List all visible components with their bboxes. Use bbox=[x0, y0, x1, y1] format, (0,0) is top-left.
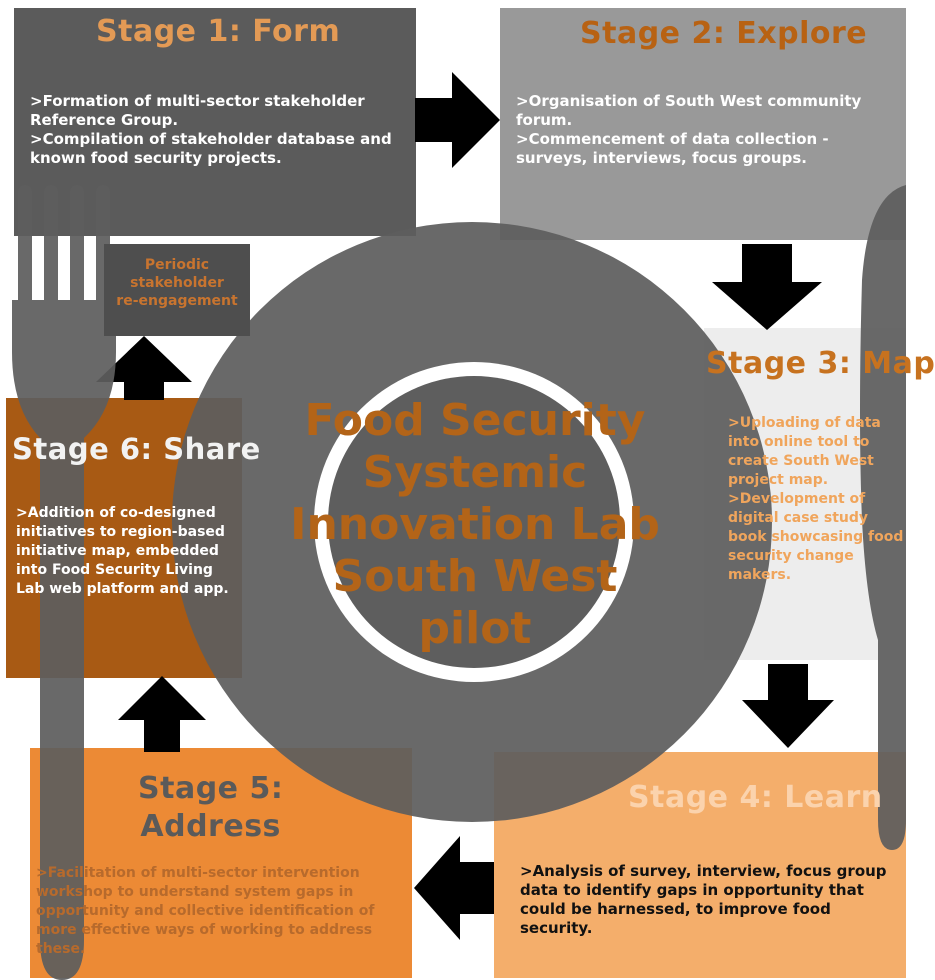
stage-2-box bbox=[500, 8, 906, 240]
center-title: Food Security Systemic Innovation Lab So… bbox=[285, 395, 665, 655]
stage-1-bullet: >Formation of multi-sector stakeholder R… bbox=[30, 92, 365, 129]
arrow-left-icon bbox=[414, 836, 494, 940]
stage-3-title: Stage 3: Map bbox=[706, 346, 935, 381]
stage-5-body: >Facilitation of multi-sector interventi… bbox=[36, 864, 402, 959]
stage-3-bullet: >Development of digital case study book … bbox=[728, 491, 904, 583]
stage-6-bullet: >Addition of co-designed initiatives to … bbox=[16, 505, 229, 597]
center-title-line: pilot bbox=[418, 603, 532, 654]
arrow-down-icon bbox=[742, 664, 834, 748]
stage-1-body: >Formation of multi-sector stakeholder R… bbox=[30, 92, 402, 168]
stage-2-bullet: >Organisation of South West community fo… bbox=[516, 92, 862, 129]
stage-5-bullet: >Facilitation of multi-sector interventi… bbox=[36, 865, 375, 957]
arrow-right-icon bbox=[415, 72, 500, 168]
arrow-down-icon bbox=[712, 244, 822, 330]
cycle-graphics bbox=[12, 72, 906, 980]
stage-6-body: >Addition of co-designed initiatives to … bbox=[16, 504, 230, 599]
stage-2-body: >Organisation of South West community fo… bbox=[516, 92, 896, 168]
center-title-line: Food Security bbox=[304, 395, 646, 446]
arrow-up-icon bbox=[96, 336, 192, 400]
stage-2-title: Stage 2: Explore bbox=[580, 16, 868, 51]
stage-1-title: Stage 1: Form bbox=[96, 14, 341, 49]
reengagement-line: re-engagement bbox=[116, 293, 238, 309]
knife-icon bbox=[860, 185, 906, 850]
stage-4-body: >Analysis of survey, interview, focus gr… bbox=[520, 862, 892, 938]
reengagement-line: stakeholder bbox=[130, 275, 224, 291]
stage-4-title: Stage 4: Learn bbox=[628, 780, 883, 815]
fork-icon bbox=[12, 185, 116, 980]
stage-3-body: >Uploading of data into online tool to c… bbox=[728, 414, 904, 585]
center-title-line: Innovation Lab bbox=[290, 499, 660, 550]
arrow-up-icon bbox=[118, 676, 206, 752]
center-title-line: Systemic bbox=[362, 447, 588, 498]
stage-5-title-line: Address bbox=[140, 809, 281, 844]
stage-2-bullet: >Commencement of data collection - surve… bbox=[516, 130, 829, 167]
reengagement-box: Periodic stakeholder re-engagement bbox=[104, 244, 250, 336]
stage-4-bullet: >Analysis of survey, interview, focus gr… bbox=[520, 862, 887, 937]
stage-6-title: Stage 6: Share bbox=[12, 432, 261, 466]
stage-5-title: Stage 5: Address bbox=[138, 770, 283, 846]
center-title-line: South West bbox=[332, 551, 618, 602]
stage-3-bullet: >Uploading of data into online tool to c… bbox=[728, 415, 881, 488]
stage-1-bullet: >Compilation of stakeholder database and… bbox=[30, 130, 392, 167]
plate-center bbox=[328, 376, 620, 668]
stage-5-title-line: Stage 5: bbox=[138, 771, 284, 806]
reengagement-line: Periodic bbox=[144, 257, 210, 273]
